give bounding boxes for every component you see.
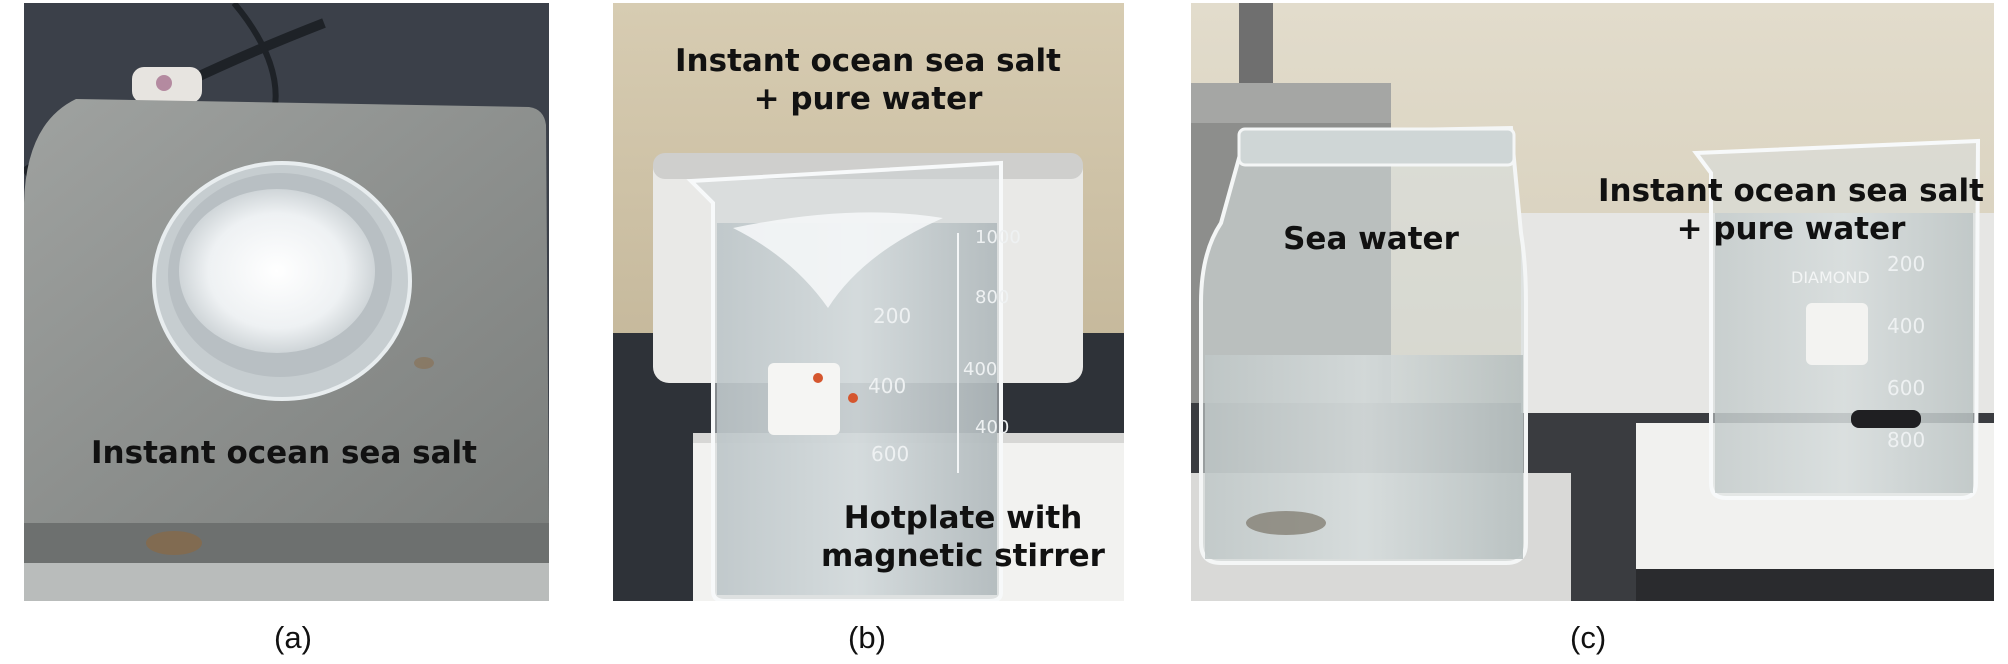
beaker-mark: 800 (975, 287, 1009, 308)
beaker-mark: 600 (1887, 376, 1925, 400)
label-line: magnetic stirrer (821, 537, 1105, 574)
stirrer-bar (1851, 410, 1921, 428)
beaker-mark: 400 (975, 417, 1009, 438)
label-hotplate-stirrer: Hotplate with magnetic stirrer (813, 500, 1113, 576)
label-sea-water: Sea water (1283, 221, 1459, 257)
panel-a-photo: Instant ocean sea salt (24, 3, 549, 601)
beaker-brand: DIAMOND (1791, 268, 1870, 287)
label-line: + pure water (1676, 210, 1906, 247)
label-sea-salt-water: Instant ocean sea salt + pure water (1591, 173, 1991, 249)
rust-spot (414, 357, 434, 369)
label-line: Instant ocean sea salt (675, 43, 1061, 79)
label-line: + pure water (753, 80, 983, 117)
panel-c-photo: DIAMOND 200 400 600 800 Sea water Instan… (1191, 3, 1994, 601)
beaker-mark: 200 (1887, 252, 1925, 276)
beaker-label-square (768, 363, 840, 435)
beaker-mark: 400 (1887, 314, 1925, 338)
beaker-mark: 400 (868, 374, 906, 398)
water-vortex (733, 212, 943, 308)
table-cable (231, 3, 279, 114)
beaker-mark: 200 (873, 304, 911, 328)
label-line: Hotplate with (843, 500, 1083, 536)
label-line: Instant ocean sea salt (1598, 173, 1984, 209)
beaker-water (717, 223, 997, 595)
beaker-mark: 400 (963, 359, 997, 380)
beaker-mark: 800 (1887, 428, 1925, 452)
salt-pile (179, 189, 375, 353)
beaker-mark: 1000 (975, 227, 1021, 248)
jar-sediment (1246, 511, 1326, 535)
label-sea-salt-water: Instant ocean sea salt + pure water (638, 43, 1098, 119)
panel-b-photo: 1000 800 200 400 400 400 600 Instant oce… (613, 3, 1124, 601)
panel-a-scene (24, 3, 549, 601)
caption-b: (b) (848, 620, 886, 655)
beaker-label-square (1806, 303, 1868, 365)
metal-rod (1239, 3, 1273, 93)
caption-a: (a) (274, 620, 312, 655)
label-sea-salt: Instant ocean sea salt (91, 435, 477, 471)
caption-c: (c) (1570, 620, 1607, 655)
rust-spot (146, 531, 202, 555)
panel-c-scene: DIAMOND 200 400 600 800 (1191, 3, 1994, 601)
beaker-mark: 600 (871, 442, 909, 466)
panel-b-scene: 1000 800 200 400 400 400 600 (613, 3, 1124, 601)
